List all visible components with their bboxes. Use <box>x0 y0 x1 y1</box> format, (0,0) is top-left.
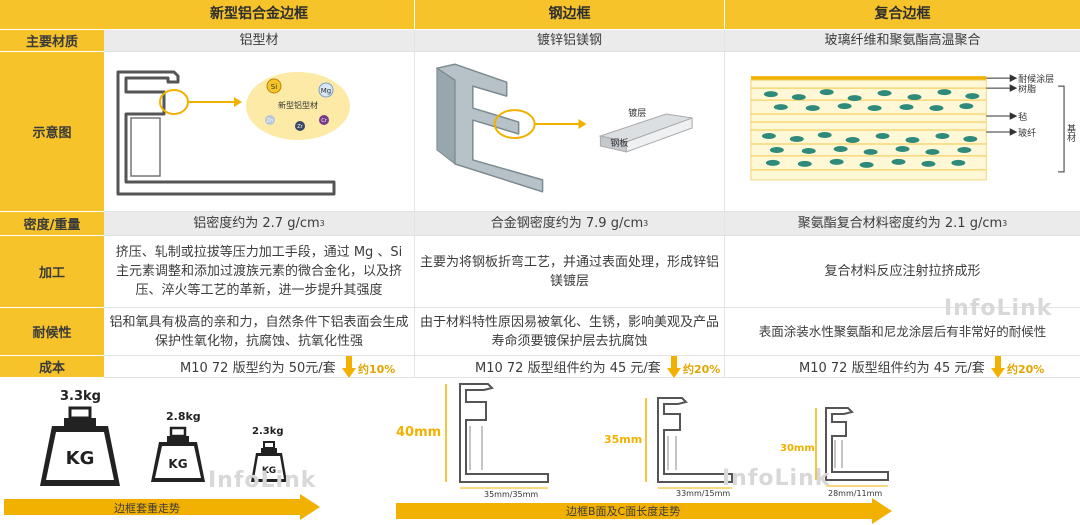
steel-plate-label: 钢板 <box>610 136 628 148</box>
weight-medium-icon: KG <box>151 426 205 482</box>
density-aluminum-text: 铝密度约为 2.7 g/cm <box>193 216 320 231</box>
element-mg: Mg <box>321 87 331 95</box>
label-density: 密度/重量 <box>0 212 104 236</box>
weight-trend-arrow <box>4 494 320 520</box>
cost-composite: M10 72 版型组件约为 45 元/套 约20% <box>724 356 1080 378</box>
cost-steel-text: M10 72 版型组件约为 45 元/套 <box>475 361 661 376</box>
table-header: 新型铝合金边框 钢边框 复合边框 <box>0 0 1080 30</box>
weather-steel: 由于材料特性原因易被氧化、生锈，影响美观及产品寿命须要镀保护层去抗腐蚀 <box>414 308 724 356</box>
height-30mm: 30mm <box>780 443 815 454</box>
layer-resin: 树脂 <box>1018 83 1036 95</box>
layer-felt: 毡 <box>1018 111 1027 123</box>
weight-small: 2.3kg <box>252 426 284 437</box>
label-weather: 耐候性 <box>0 308 104 356</box>
steel-coating-label: 镀层 <box>628 107 646 119</box>
cost-aluminum-pct: 约10% <box>358 363 396 376</box>
cost-steel-pct: 约20% <box>683 363 721 376</box>
label-cost: 成本 <box>0 356 104 378</box>
row-diagram: 示意图 Si Mg 新型铝型材 Zn Zr Cr <box>0 52 1080 212</box>
height-40mm: 40mm <box>396 425 442 440</box>
header-corner <box>0 0 104 30</box>
kg-label: KG <box>66 448 95 469</box>
composite-layer-diagram: 耐候涂层 树脂 毡 玻纤 基材 <box>750 73 1076 180</box>
process-composite: 复合材料反应注射拉挤成形 <box>724 236 1080 308</box>
aluminum-frame-diagram: Si Mg 新型铝型材 Zn Zr Cr <box>116 70 350 195</box>
density-steel-text: 合金钢密度约为 7.9 g/cm <box>490 216 644 231</box>
header-steel: 钢边框 <box>414 0 724 30</box>
element-si: Si <box>271 83 277 91</box>
steel-frame-diagram: 镀层 钢板 <box>436 62 693 193</box>
weight-trend-label: 边框套重走势 <box>114 502 180 515</box>
profile-40mm-icon <box>445 383 549 489</box>
length-trend-arrow <box>396 498 892 524</box>
header-composite: 复合边框 <box>724 0 1080 30</box>
process-aluminum: 挤压、轧制或拉拔等压力加工手段，通过 Mg 、Si 主元素调整和添加过渡族元素的… <box>104 236 414 308</box>
alu-caption: 新型铝型材 <box>278 100 318 110</box>
layer-glass-fiber: 玻纤 <box>1018 126 1036 138</box>
row-material: 主要材质 铝型材 镀锌铝镁钢 玻璃纤维和聚氨酯高温聚合 <box>0 30 1080 52</box>
kg-label: KG <box>262 466 276 476</box>
element-zr: Zr <box>297 124 303 130</box>
cost-aluminum-text: M10 72 版型约为 50元/套 <box>180 361 336 376</box>
row-process: 加工 挤压、轧制或拉拔等压力加工手段，通过 Mg 、Si 主元素调整和添加过渡族… <box>0 236 1080 308</box>
element-zn: Zn <box>267 118 274 124</box>
watermark: InfoLink <box>944 296 1053 321</box>
cost-down-arrow-icon <box>991 356 1005 378</box>
diagram-aluminum: Si Mg 新型铝型材 Zn Zr Cr <box>104 52 414 212</box>
density-composite-text: 聚氨酯复合材料密度约为 2.1 g/cm <box>797 216 1003 231</box>
base-33-15: 33mm/15mm <box>676 489 731 498</box>
weight-medium: 2.8kg <box>166 410 201 423</box>
base-28-11: 28mm/11mm <box>828 489 883 498</box>
layer-weather-coat: 耐候涂层 <box>1018 73 1054 85</box>
label-process: 加工 <box>0 236 104 308</box>
label-diagram: 示意图 <box>0 52 104 212</box>
weight-large-icon: KG <box>40 406 120 486</box>
weight-large: 3.3kg <box>60 389 101 404</box>
cost-down-arrow-icon <box>667 356 681 378</box>
cost-down-arrow-icon <box>342 356 356 378</box>
weather-composite: 表面涂装水性聚氨酯和尼龙涂层后有非常好的耐候性 <box>724 308 1080 356</box>
process-steel: 主要为将钢板折弯工艺，并通过表面处理，形成锌铝镁镀层 <box>414 236 724 308</box>
cost-aluminum: M10 72 版型约为 50元/套 约10% <box>104 356 414 378</box>
height-35mm: 35mm <box>604 433 643 446</box>
material-composite: 玻璃纤维和聚氨酯高温聚合 <box>724 30 1080 52</box>
label-material: 主要材质 <box>0 30 104 52</box>
header-aluminum: 新型铝合金边框 <box>104 0 414 30</box>
substrate-label: 基材 <box>1065 122 1075 141</box>
profile-30mm-icon <box>815 407 889 487</box>
weather-aluminum: 铝和氧具有极高的亲和力，自然条件下铝表面会生成保护性氧化物，抗腐蚀、抗氧化性强 <box>104 308 414 356</box>
watermark: InfoLink <box>208 468 317 493</box>
material-steel: 镀锌铝镁钢 <box>414 30 724 52</box>
profile-35mm-icon <box>645 397 733 489</box>
cost-steel: M10 72 版型组件约为 45 元/套 约20% <box>414 356 724 378</box>
row-weather: 耐候性 铝和氧具有极高的亲和力，自然条件下铝表面会生成保护性氧化物，抗腐蚀、抗氧… <box>0 308 1080 356</box>
diagram-steel: 镀层 钢板 <box>414 52 724 212</box>
watermark: InfoLink <box>722 466 831 491</box>
cost-composite-pct: 约20% <box>1007 363 1045 376</box>
weight-small-icon: KG <box>251 441 287 482</box>
element-cr: Cr <box>321 118 327 124</box>
material-aluminum: 铝型材 <box>104 30 414 52</box>
diagram-composite: 耐候涂层 树脂 毡 玻纤 基材 <box>724 52 1080 212</box>
kg-label: KG <box>168 457 187 471</box>
base-35-35: 35mm/35mm <box>484 490 539 499</box>
cost-composite-text: M10 72 版型组件约为 45 元/套 <box>799 361 985 376</box>
row-cost: 成本 M10 72 版型约为 50元/套 约10% M10 72 版型组件约为 … <box>0 356 1080 378</box>
length-trend-label: 边框B面及C面长度走势 <box>566 505 681 518</box>
